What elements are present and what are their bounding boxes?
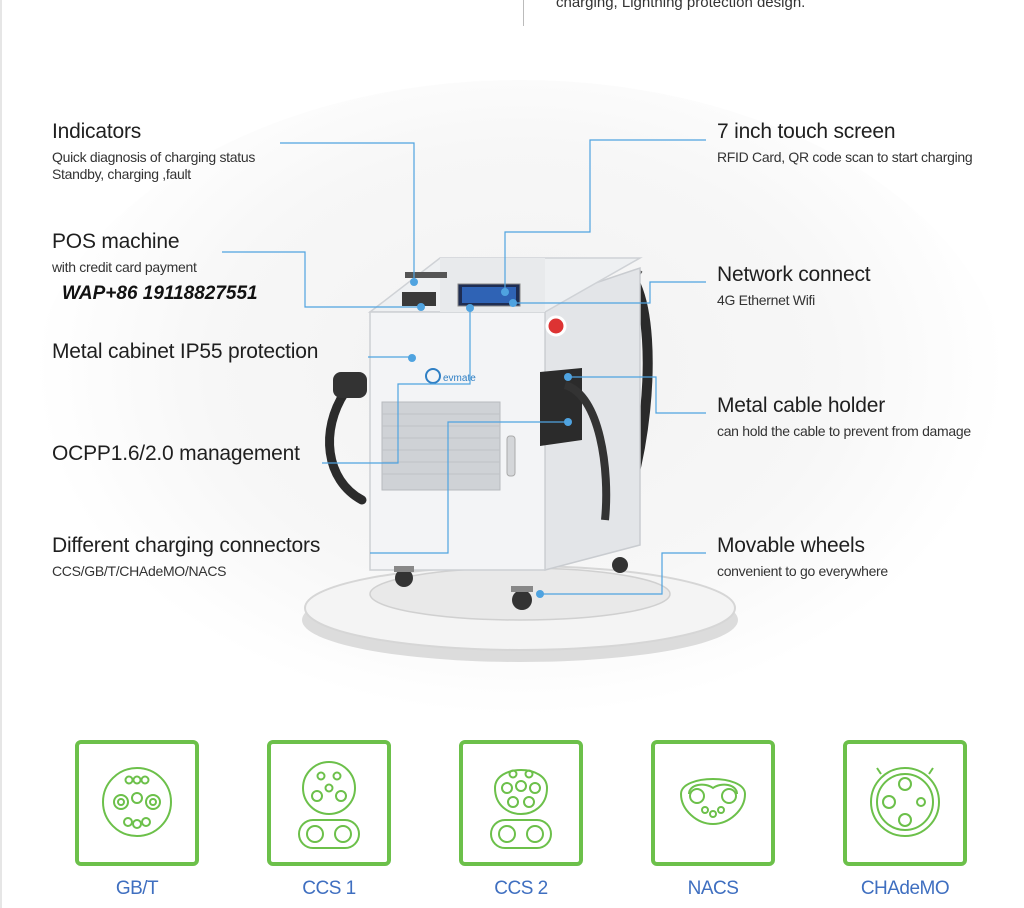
- feature-title: 7 inch touch screen: [717, 120, 896, 143]
- connector-card-nacs: [651, 740, 775, 866]
- pos-machine-slot: [402, 292, 436, 306]
- left-charging-cable: [325, 387, 367, 505]
- feature-title: Indicators: [52, 120, 142, 143]
- wheel-mount-left: [394, 566, 414, 572]
- callout-lines: [222, 139, 706, 595]
- indicator-lights: [405, 272, 447, 278]
- connector-card-ccs2: [459, 740, 583, 866]
- ccs1-connector-icon: [298, 761, 360, 849]
- top-divider: [523, 0, 524, 26]
- connector-card-gbt: [75, 740, 199, 866]
- feature-charging-connectors: Different charging connectors CCS/GB/T/C…: [52, 534, 320, 580]
- left-charging-gun: [333, 372, 367, 398]
- door-handle: [506, 435, 516, 477]
- feature-network-connect: Network connect 4G Ethernet Wifi: [717, 263, 871, 309]
- connector-label-gbt: GB/T: [115, 878, 159, 899]
- page-left-border: [0, 0, 2, 908]
- feature-cable-holder: Metal cable holder can hold the cable to…: [717, 394, 971, 440]
- nacs-connector-icon: [679, 778, 747, 826]
- feature-ocpp: OCPP1.6/2.0 management: [52, 442, 300, 466]
- connector-label-nacs: NACS: [687, 878, 739, 899]
- holder-cable: [563, 381, 611, 521]
- connector-label-chademo: CHAdeMO: [860, 878, 950, 899]
- feature-title: Metal cable holder: [717, 394, 885, 417]
- feature-title: OCPP1.6/2.0 management: [52, 442, 300, 465]
- brand-logo-icon: [425, 368, 441, 384]
- feature-movable-wheels: Movable wheels convenient to go everywhe…: [717, 534, 888, 580]
- chademo-connector-icon: [870, 767, 940, 837]
- charger-product-illustration: evmate: [222, 139, 738, 662]
- brand-logo: evmate: [443, 373, 476, 384]
- feature-desc: with credit card payment: [52, 259, 197, 275]
- wheel-back-right: [612, 557, 628, 573]
- feature-indicators: Indicators Quick diagnosis of charging s…: [52, 120, 255, 183]
- top-caption: charging, Lightning protection design.: [556, 0, 806, 11]
- cable-holder: [540, 368, 582, 446]
- feature-title: Metal cabinet IP55 protection: [52, 340, 319, 363]
- connector-label-ccs2: CCS 2: [494, 878, 548, 899]
- connector-label-ccs1: CCS 1: [302, 878, 356, 899]
- feature-metal-cabinet: Metal cabinet IP55 protection: [52, 340, 318, 364]
- wheel-front-right: [512, 590, 532, 610]
- wheel-mount-right: [511, 586, 533, 592]
- feature-desc-line: Standby, charging ,fault: [52, 166, 191, 182]
- connector-card-ccs1: [267, 740, 391, 866]
- feature-desc: can hold the cable to prevent from damag…: [717, 423, 971, 439]
- vent-grille: [381, 401, 501, 491]
- feature-desc: convenient to go everywhere: [717, 563, 888, 579]
- wheel-front-left: [395, 569, 413, 587]
- callout-dots: [408, 278, 572, 598]
- feature-pos-machine: POS machine with credit card payment: [52, 230, 197, 276]
- gbt-connector-icon: [102, 767, 172, 837]
- ccs2-connector-icon: [490, 769, 552, 849]
- feature-desc: 4G Ethernet Wifi: [717, 292, 815, 308]
- feature-title: Different charging connectors: [52, 534, 321, 557]
- contact-number: WAP+86 19118827551: [62, 283, 258, 304]
- connector-card-chademo: [843, 740, 967, 866]
- feature-touch-screen: 7 inch touch screen RFID Card, QR code s…: [717, 120, 973, 166]
- feature-title: POS machine: [52, 230, 180, 253]
- feature-desc: CCS/GB/T/CHAdeMO/NACS: [52, 563, 227, 579]
- feature-title: Network connect: [717, 263, 871, 286]
- feature-desc-line: Quick diagnosis of charging status: [52, 149, 256, 165]
- feature-desc: RFID Card, QR code scan to start chargin…: [717, 149, 973, 165]
- feature-desc: Quick diagnosis of charging status Stand…: [52, 148, 255, 183]
- emergency-stop-button: [545, 315, 567, 337]
- feature-title: Movable wheels: [717, 534, 865, 557]
